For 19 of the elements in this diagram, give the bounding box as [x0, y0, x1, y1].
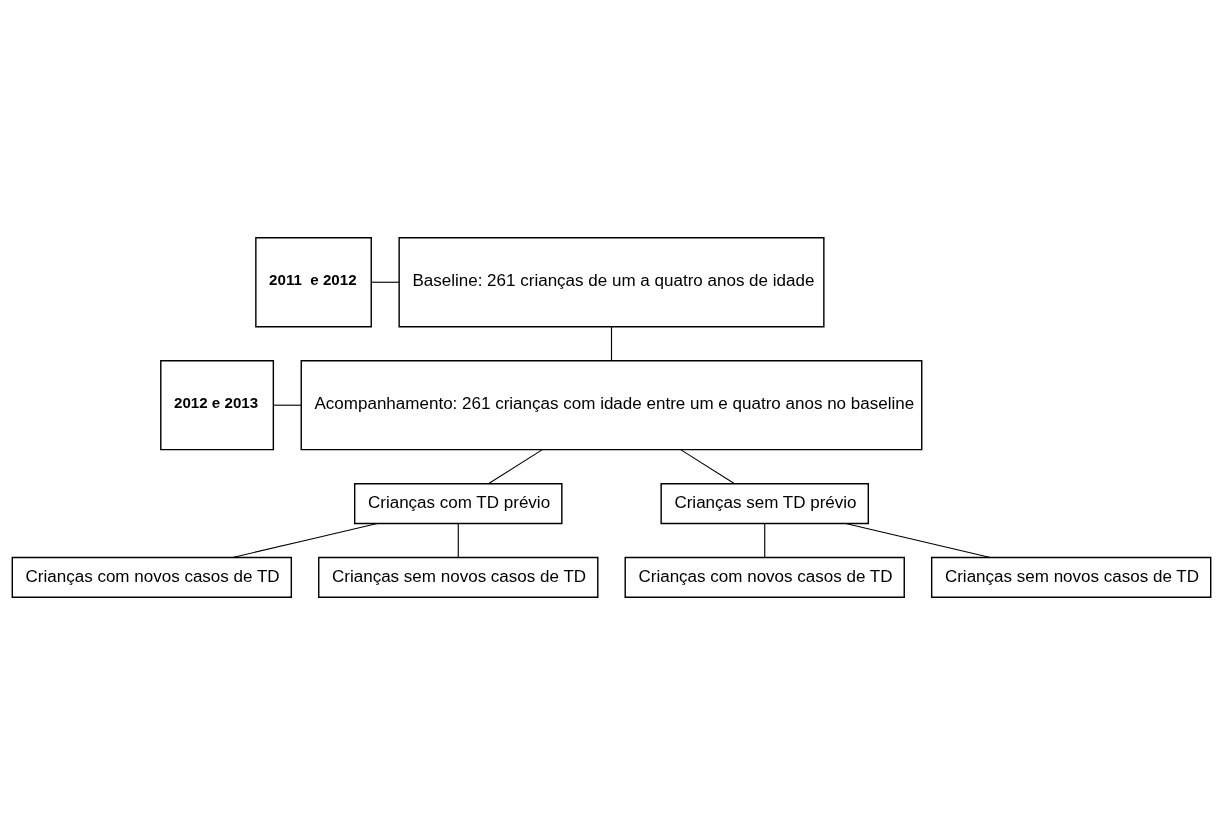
node-box: 2012 e 2013	[160, 359, 275, 450]
connector	[845, 522, 991, 558]
node-box: Crianças com novos casos de TD	[11, 556, 293, 598]
connector	[457, 522, 459, 558]
node-box: Crianças sem TD prévio	[660, 482, 869, 524]
node-box: Crianças sem novos casos de TD	[930, 556, 1212, 598]
connector	[610, 325, 613, 361]
node-box: 2011 e 2012	[255, 236, 372, 327]
node-box: Baseline: 261 crianças de um a quatro anos de idade	[398, 236, 825, 327]
connector	[487, 448, 543, 484]
connector	[680, 448, 736, 484]
connector	[273, 404, 302, 406]
node-box: Crianças com novos casos de TD	[624, 556, 905, 598]
node-box: Crianças sem novos casos de TD	[318, 556, 599, 598]
connector	[764, 522, 766, 558]
node-box: Acompanhamento: 261 crianças com idade entre um e quatro anos no baseline	[300, 359, 923, 450]
node-box: Crianças com TD prévio	[354, 482, 563, 524]
connector	[370, 281, 400, 283]
connector	[232, 522, 378, 558]
